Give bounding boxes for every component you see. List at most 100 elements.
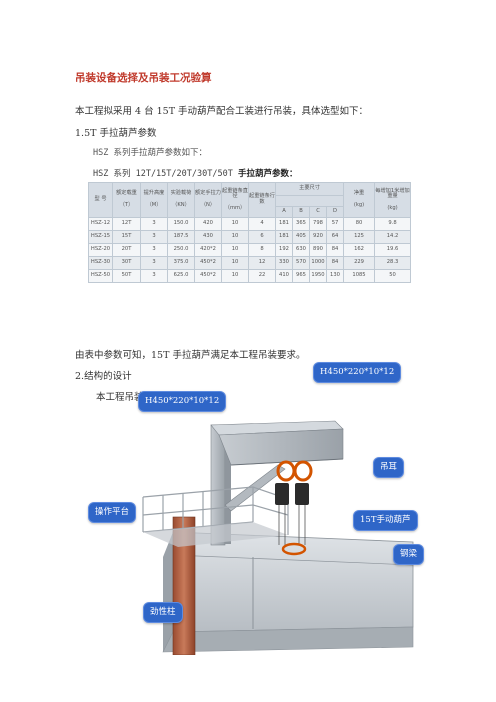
th-pull-force: 额定手拉力（N） [194,182,222,218]
table-cell-load: 30T [112,256,141,270]
table-cell-extra: 19.6 [374,243,412,257]
th-test-load: 实验载荷（KN） [167,182,195,218]
table-cell-dia: 10 [221,269,249,283]
table-cell-model: HSZ-50 [88,269,113,283]
callout-beam-left: H450*220*10*12 [138,391,227,412]
table-cell-b: 405 [292,230,310,244]
th-dim-c: C [309,206,327,218]
page-title: 吊装设备选择及吊装工况验算 [75,72,212,84]
table-cell-height: 3 [140,269,168,283]
table-cell-extra: 14.2 [374,230,412,244]
th-dim-d: D [325,206,345,218]
table-cell-load: 15T [112,230,141,244]
table-cell-test: 625.0 [167,269,195,283]
th-dim-b: B [292,206,310,218]
table-cell-rows: 6 [248,230,276,244]
th-dim-a: A [275,206,293,218]
th-model: 型 号 [88,182,113,218]
section-subtext-hoist-params: HSZ 系列手拉葫芦参数如下： [93,148,207,158]
table-cell-d: 130 [325,269,345,283]
table-cell-pull: 430 [194,230,222,244]
table-caption-prefix: HSZ 系列 12T/15T/20T/30T/50T [93,169,238,179]
table-cell-pull: 450*2 [194,269,222,283]
table-cell-a: 410 [275,269,293,283]
table-cell-dia: 10 [221,217,249,231]
table-cell-height: 3 [140,217,168,231]
table-cell-a: 181 [275,217,293,231]
th-rated-load: 额定载重（T） [112,182,141,218]
table-cell-pull: 420*2 [194,243,222,257]
table-cell-rows: 4 [248,217,276,231]
table-caption-bold: 手拉葫芦参数： [237,169,298,179]
callout-operating-platform: 操作平台 [88,502,137,523]
table-cell-test: 375.0 [167,256,195,270]
callout-steel-beam: 钢梁 [393,544,425,565]
table-cell-dia: 10 [221,256,249,270]
callout-stiff-column: 劲性柱 [143,602,183,623]
section-heading-hoist-params: 1.5T 手拉葫芦参数 [75,128,157,139]
table-cell-b: 365 [292,217,310,231]
table-cell-net: 1085 [343,269,376,283]
table-cell-net: 80 [343,217,376,231]
table-cell-c: 1950 [309,269,327,283]
table-cell-extra: 50 [374,269,412,283]
table-cell-pull: 420 [194,217,222,231]
table-cell-net: 162 [343,243,376,257]
table-cell-c: 890 [309,243,327,257]
hoist-body-left [275,483,289,505]
lifting-rig-illustration [142,420,414,656]
lifting-rig-diagram: H450*220*10*12 H450*220*10*12 吊耳 操作平台 15… [88,362,437,656]
steel-beam-shape [172,531,414,633]
intro-paragraph: 本工程拟采用 4 台 15T 手动葫芦配合工装进行吊装，具体选型如下： [75,106,369,117]
table-cell-pull: 450*2 [194,256,222,270]
table-cell-test: 250.0 [167,243,195,257]
table-cell-test: 187.5 [167,230,195,244]
table-cell-model: HSZ-12 [88,217,113,231]
table-cell-b: 630 [292,243,310,257]
table-header-row: 型 号 额定载重（T） 提升高度（M） 实验载荷（KN） 额定手拉力（N） 起重… [88,182,412,218]
th-net-weight: 净重(kg) [343,182,376,218]
table-cell-extra: 28.3 [374,256,412,270]
table-cell-height: 3 [140,256,168,270]
table-cell-a: 192 [275,243,293,257]
table-cell-model: HSZ-20 [88,243,113,257]
table-cell-load: 20T [112,243,141,257]
table-cell-load: 50T [112,269,141,283]
table-cell-rows: 12 [248,256,276,270]
platform-railing [142,486,289,535]
table-cell-extra: 9.8 [374,217,412,231]
table-cell-c: 920 [309,230,327,244]
table-cell-height: 3 [140,230,168,244]
table-cell-rows: 22 [248,269,276,283]
table-cell-c: 798 [309,217,327,231]
lifting-lug-ring-right [293,460,313,482]
table-cell-net: 125 [343,230,376,244]
table-cell-d: 84 [325,243,345,257]
table-cell-c: 1000 [309,256,327,270]
table-cell-rows: 8 [248,243,276,257]
table-cell-dia: 10 [221,243,249,257]
th-chain-dia: 起重链条直径（mm） [221,182,249,218]
table-cell-d: 64 [325,230,345,244]
table-cell-load: 12T [112,217,141,231]
table-cell-d: 57 [325,217,345,231]
callout-lifting-lug: 吊耳 [373,457,405,478]
hoist-assembly [275,460,313,556]
callout-beam-right: H450*220*10*12 [313,362,402,383]
table-cell-a: 330 [275,256,293,270]
th-chain-rows: 起重链条行数 [248,182,276,218]
table-cell-dia: 10 [221,230,249,244]
table-cell-net: 229 [343,256,376,270]
table-cell-model: HSZ-15 [88,230,113,244]
table-cell-model: HSZ-30 [88,256,113,270]
table-cell-test: 150.0 [167,217,195,231]
callout-manual-hoist: 15T手动葫芦 [353,510,418,531]
table-header-spacer-row [89,195,411,207]
conclusion-paragraph: 由表中参数可知，15T 手拉葫芦满足本工程吊装要求。 [75,350,306,361]
